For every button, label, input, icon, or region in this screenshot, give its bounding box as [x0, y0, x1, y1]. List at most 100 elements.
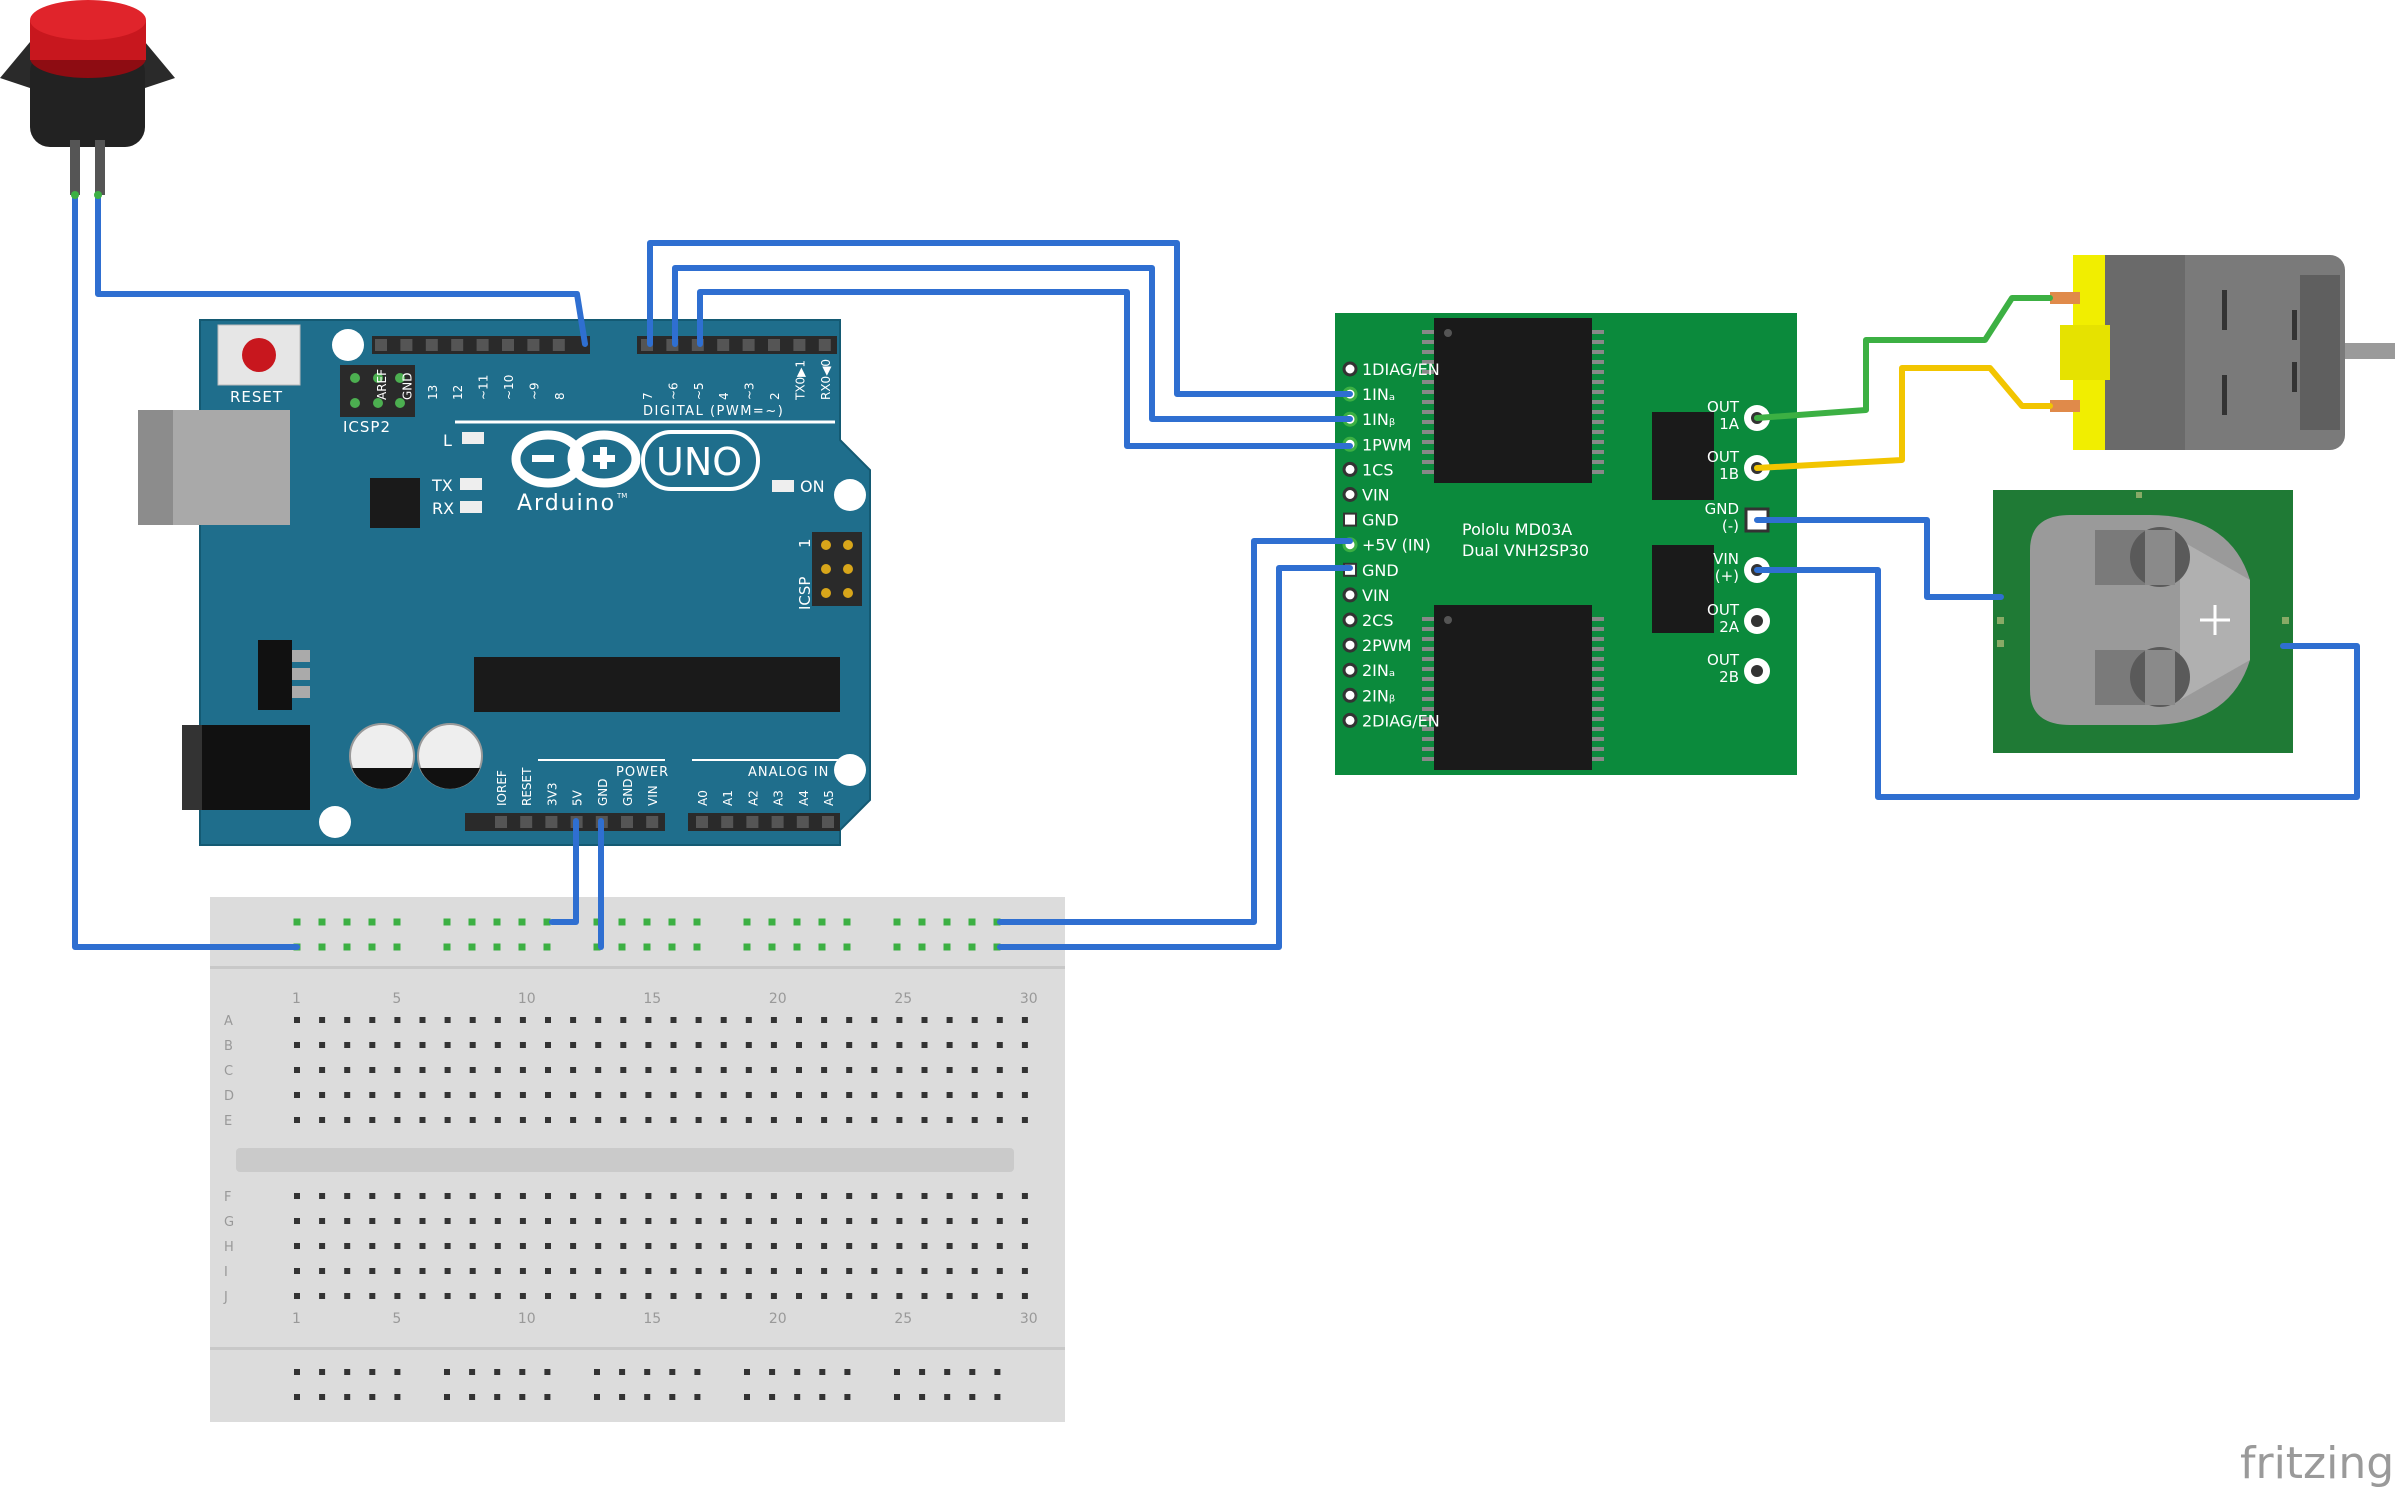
digital-pin-pad — [742, 339, 755, 351]
power-pin-pad — [495, 816, 507, 828]
driver-pin-label: 1DIAG/EN — [1362, 360, 1440, 379]
digital-pin-pad — [717, 339, 730, 351]
column-number: 1 — [292, 991, 301, 1007]
digital-pin-label: AREF — [375, 369, 389, 400]
coin-cell-battery-holder — [1993, 490, 2293, 753]
digital-pin-label: 8 — [553, 392, 567, 400]
wire-rail-to-driver-gnd — [997, 565, 1353, 950]
analog-pin-pad — [746, 816, 759, 828]
column-number: 10 — [518, 1311, 536, 1327]
driver-terminal-label: OUT — [1707, 398, 1740, 416]
digital-pin-label: ~11 — [477, 375, 491, 400]
power-pin-label: VIN — [646, 785, 660, 806]
driver-pin-label: 2CS — [1362, 611, 1394, 630]
driver-terminal-label: (+) — [1715, 567, 1739, 585]
wire-out1b-to-motor — [1754, 365, 2053, 471]
digital-pin-pad — [451, 339, 464, 351]
digital-pin-pad — [768, 339, 780, 351]
driver-pin-pad — [1342, 461, 1358, 477]
icsp2-label: ICSP2 — [343, 418, 391, 436]
digital-pin-label: 13 — [426, 385, 440, 400]
driver-name-line1: Pololu MD03A — [1462, 520, 1572, 539]
wire-pin6-to-1inb — [672, 265, 1353, 422]
digital-pin-label: ~6 — [666, 382, 680, 400]
power-header — [465, 813, 665, 831]
wire-5v-to-rail — [549, 818, 579, 925]
driver-terminal-label: 2B — [1719, 668, 1739, 686]
driver-pin-label: 2DIAG/EN — [1362, 711, 1440, 730]
driver-terminal-label: (-) — [1722, 517, 1739, 535]
digital-pin-label: ~5 — [692, 382, 706, 400]
digital-pin-label: 12 — [451, 385, 465, 400]
row-letter: B — [224, 1039, 233, 1054]
column-number: 5 — [392, 1311, 401, 1327]
led-tx-label: TX — [431, 476, 453, 495]
dc-motor — [2050, 255, 2395, 450]
digital-pin-label: GND — [400, 372, 414, 400]
column-number: 30 — [1020, 991, 1038, 1007]
digital-header-low — [637, 336, 837, 354]
analog-label: ANALOG IN — [748, 765, 829, 780]
reset-label: RESET — [230, 388, 283, 406]
digital-pin-pad — [818, 339, 831, 351]
digital-pin-pad — [476, 339, 489, 351]
analog-pin-pad — [696, 816, 708, 828]
column-number: 20 — [769, 1311, 787, 1327]
digital-pin-label: ~9 — [527, 382, 541, 400]
driver-terminal-label: 2A — [1719, 618, 1740, 636]
digital-pin-pad — [400, 339, 413, 351]
driver-pin-label: 1PWM — [1362, 435, 1411, 454]
arduino-brand-label: Arduino — [517, 491, 616, 516]
power-pin-pad — [646, 816, 659, 828]
driver-pin-pad — [1342, 712, 1358, 728]
icsp-label: ICSP — [796, 577, 814, 610]
analog-header — [688, 813, 840, 831]
digital-pin-label: 2 — [768, 392, 782, 400]
analog-pin-label: A4 — [797, 790, 811, 806]
wire-rail-to-driver-5v — [997, 538, 1353, 925]
arduino-uno-board: RESET ICSP2 Arduino TM UNO L TX — [138, 319, 871, 846]
wire-driver-vin-to-battery — [1754, 567, 2360, 800]
digital-pin-pad — [552, 339, 565, 351]
driver-terminal-label: OUT — [1707, 601, 1740, 619]
digital-pin-pad — [527, 339, 540, 351]
wire-button-to-breadboard — [72, 192, 300, 950]
wire-out1a-to-motor — [1754, 295, 2053, 421]
analog-pin-pad — [822, 816, 834, 828]
driver-pin-pad — [1342, 687, 1358, 703]
driver-terminal-label: OUT — [1707, 651, 1740, 669]
led-l-label: L — [443, 431, 452, 450]
driver-pin-label: 2PWM — [1362, 636, 1411, 655]
driver-terminal-label: 1A — [1719, 415, 1740, 433]
wire-pin7-to-1ina — [647, 240, 1353, 397]
digital-pin-label: TX0▶1 — [793, 360, 807, 401]
digital-pin-pad — [425, 339, 438, 351]
wire-button-to-pin9 — [95, 192, 588, 347]
row-letter: I — [224, 1265, 228, 1280]
power-pin-label: 5V — [571, 789, 585, 806]
wires — [72, 192, 2360, 950]
led-rx-label: RX — [432, 499, 454, 518]
power-pin-pad — [545, 816, 558, 828]
driver-terminal-label: GND — [1705, 500, 1739, 518]
analog-pin-label: A2 — [746, 790, 760, 806]
led-on-label: ON — [800, 477, 825, 496]
driver-name-line2: Dual VNH2SP30 — [1462, 541, 1589, 560]
wire-pin5-to-1pwm — [697, 289, 1353, 449]
driver-pin-pad — [1342, 612, 1358, 628]
digital-pin-label: 4 — [717, 392, 731, 400]
digital-pin-label: 7 — [641, 392, 655, 400]
column-number: 5 — [392, 991, 401, 1007]
digital-pin-pad — [502, 339, 514, 351]
row-letter: J — [223, 1290, 228, 1305]
motor-driver-board: Pololu MD03A Dual VNH2SP30 1DIAG/EN1INₐ1… — [1335, 313, 1797, 775]
column-number: 30 — [1020, 1311, 1038, 1327]
row-letter: H — [224, 1240, 234, 1255]
row-letter: F — [224, 1190, 231, 1205]
